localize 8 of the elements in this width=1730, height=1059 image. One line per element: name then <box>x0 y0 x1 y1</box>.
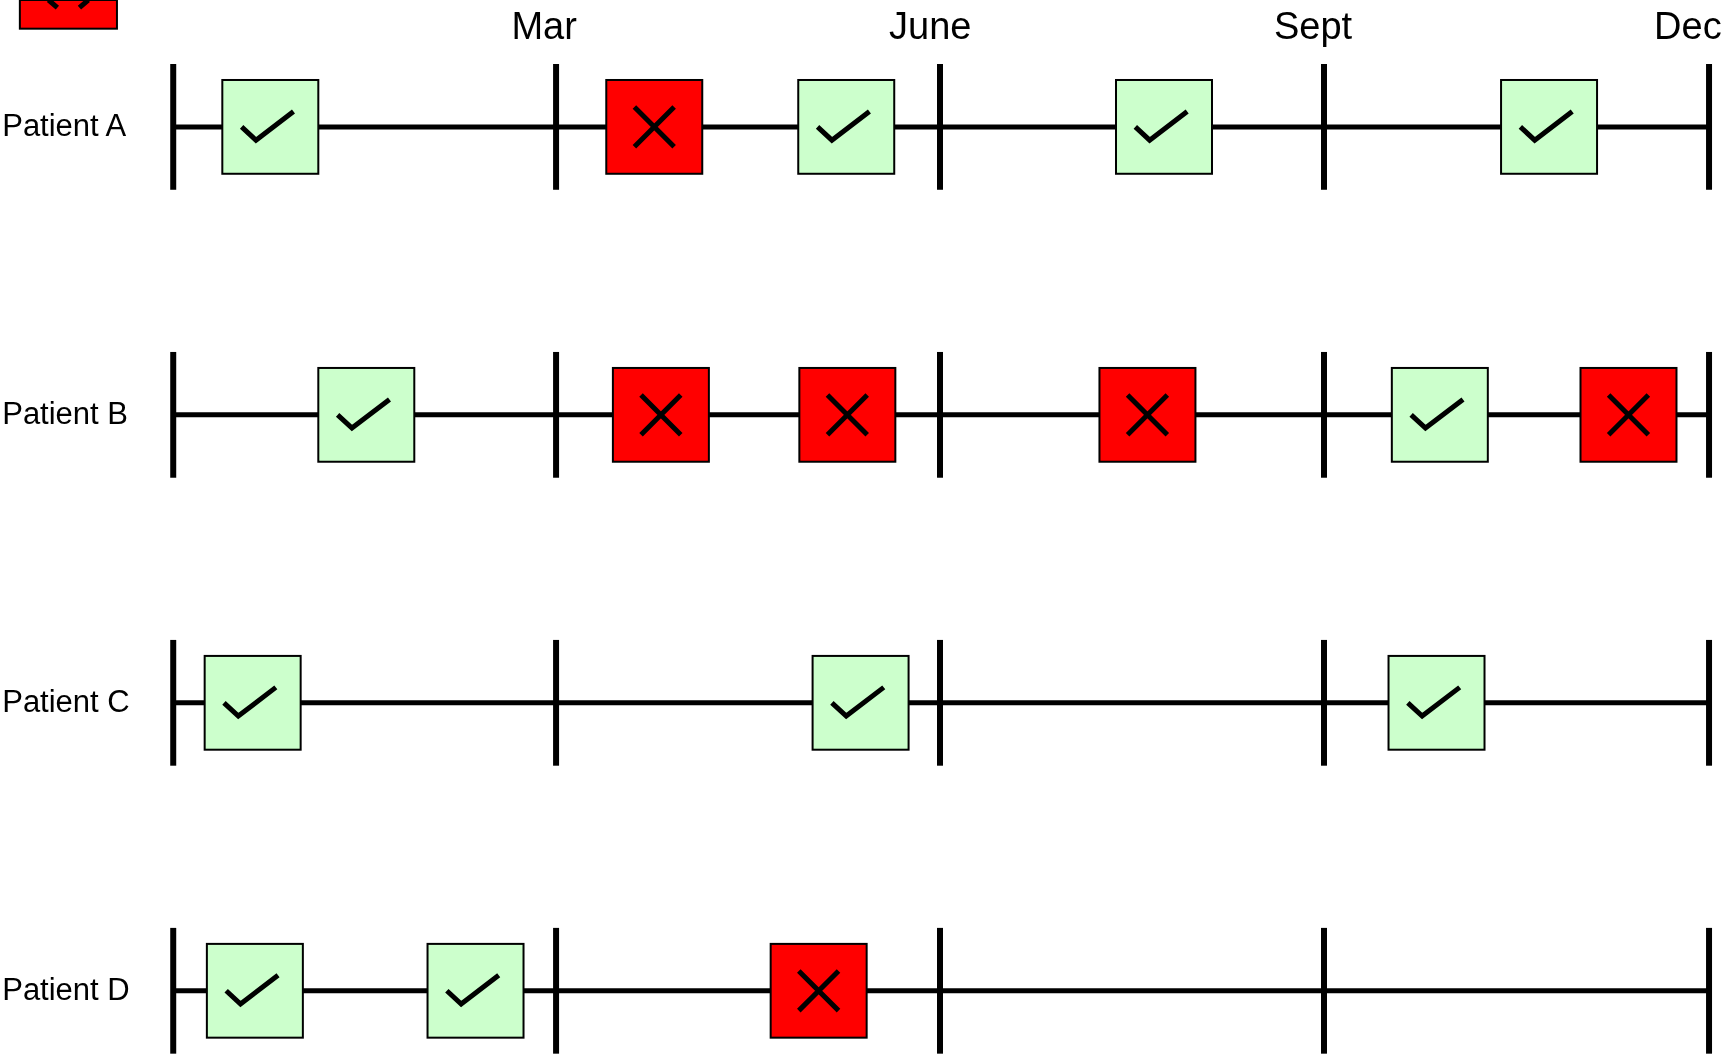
month-label: Mar <box>511 6 577 45</box>
row-label: Patient C <box>2 686 130 718</box>
month-label: June <box>889 6 972 45</box>
row-label: Patient D <box>2 974 130 1006</box>
month-label: Dec <box>1654 6 1722 45</box>
month-label: Sept <box>1273 6 1353 45</box>
row-label: Patient A <box>2 110 127 142</box>
row-label: Patient B <box>2 398 128 430</box>
